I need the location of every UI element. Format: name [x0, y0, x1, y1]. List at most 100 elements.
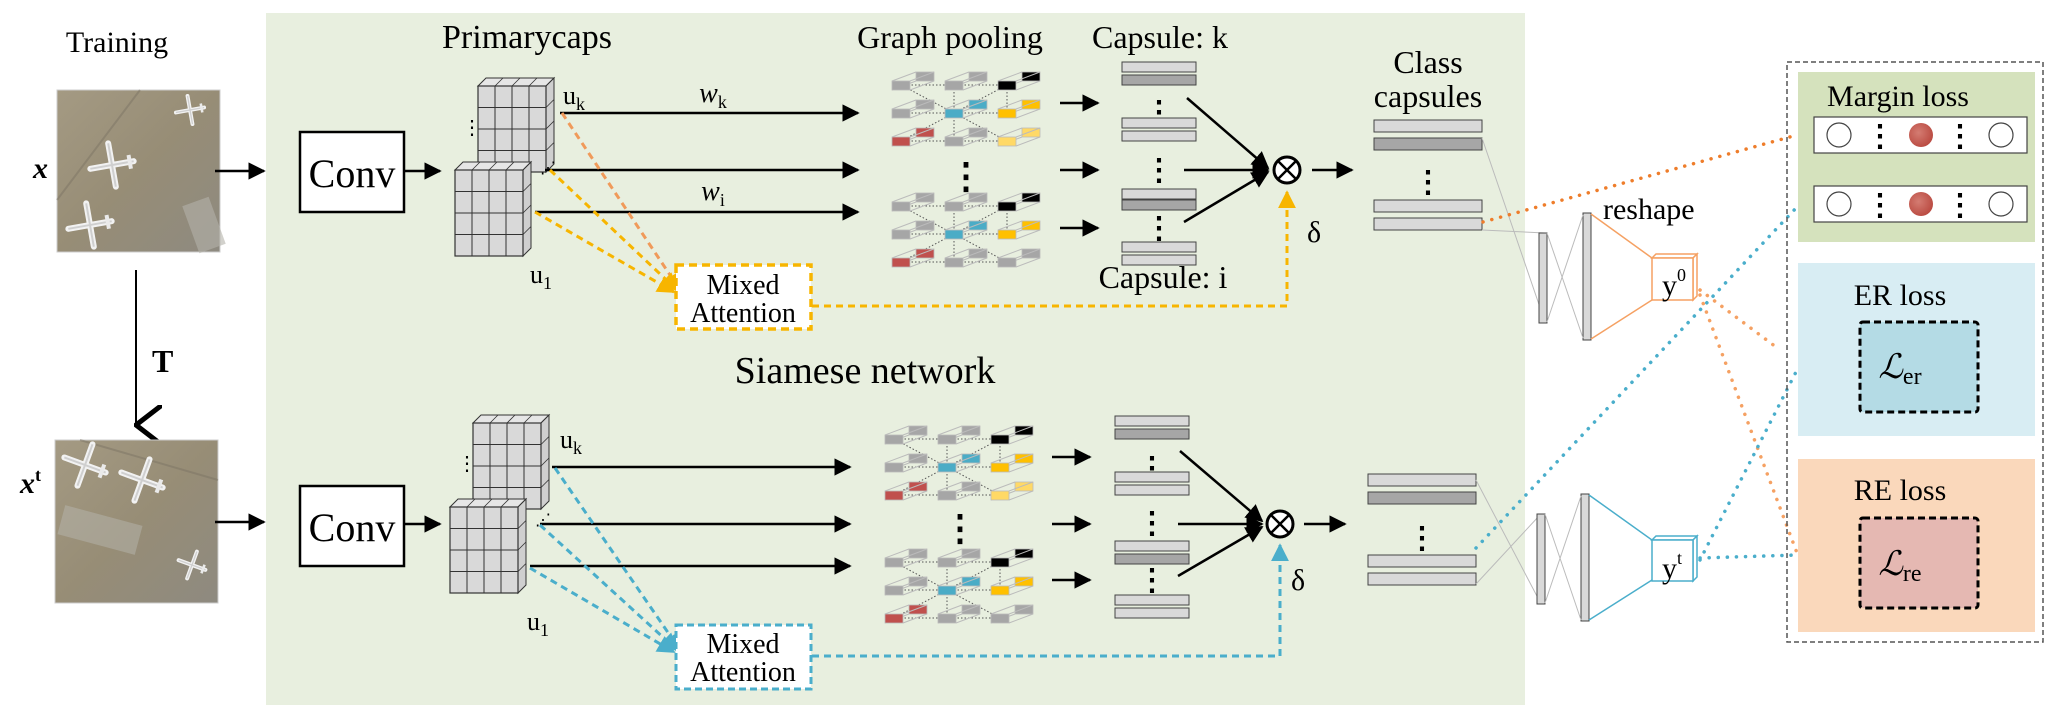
routing-lines-bottom [1177, 450, 1264, 578]
svg-text:Conv: Conv [309, 151, 396, 196]
capsule-k-label: Capsule: k [1092, 19, 1228, 55]
mixed-attention-top: Mixed Attention [674, 263, 813, 331]
svg-text:⋮: ⋮ [1407, 522, 1437, 555]
graph-dots-top: ⋮ [948, 156, 984, 196]
graph-pooling-bottom [884, 425, 1034, 624]
conv-block-bottom: Conv [298, 484, 406, 568]
svg-text:RE loss: RE loss [1854, 474, 1947, 507]
graph-node [944, 220, 988, 240]
graph-node [937, 576, 981, 596]
re-loss-panel: RE loss ℒre [1798, 459, 2035, 632]
graph-node [990, 481, 1034, 501]
uk-label-bottom: uk [560, 425, 582, 458]
graph-node [990, 604, 1034, 624]
loss-container [1786, 61, 2044, 643]
xt-label: xt [19, 465, 41, 500]
svg-text:Conv: Conv [309, 505, 396, 550]
reshape-label: reshape [1603, 193, 1695, 226]
svg-text:⋮: ⋮ [462, 117, 482, 139]
input-image-xt [55, 437, 219, 604]
attention-links-top [534, 112, 682, 294]
input-image-x [56, 89, 226, 253]
graph-node [997, 192, 1041, 212]
transform-label-t: T [152, 343, 173, 379]
graph-node [937, 604, 981, 624]
svg-text:⋮: ⋮ [1137, 507, 1167, 540]
graph-node [990, 453, 1034, 473]
product-operator-bottom [1265, 509, 1295, 539]
graph-dots-bottom: ⋮ [942, 508, 978, 548]
graph-node [944, 127, 988, 147]
wk-label: wk [699, 78, 727, 112]
graph-node [891, 127, 935, 147]
conv-block-top: Conv [298, 130, 406, 214]
svg-text:Attention: Attention [690, 298, 796, 329]
delta-label-bottom: δ [1291, 564, 1305, 597]
graph-node [997, 71, 1041, 91]
graph-node [944, 71, 988, 91]
graph-node [944, 192, 988, 212]
graph-node [891, 99, 935, 119]
graph-node [937, 453, 981, 473]
graph-node [884, 425, 928, 445]
class-capsules-bottom: ⋮ [1367, 473, 1477, 586]
training-label: Training [66, 26, 168, 59]
er-loss-panel: ER loss ℒer [1798, 263, 2035, 436]
svg-text:ER loss: ER loss [1854, 279, 1947, 312]
svg-text:⋮: ⋮ [1865, 189, 1895, 222]
svg-text:Mixed: Mixed [706, 629, 779, 660]
svg-text:⋮: ⋮ [1945, 120, 1975, 153]
product-operator-top [1272, 155, 1302, 185]
capsule-stack-top: ⋮ ⋮ ⋮ [1121, 61, 1197, 266]
attention-links-bottom [529, 467, 682, 654]
mixed-attention-bottom: Mixed Attention [674, 623, 813, 691]
svg-text:⋮: ⋮ [1144, 212, 1174, 245]
x-label: x [32, 152, 48, 185]
decoder-top [1481, 137, 1699, 341]
graph-node [891, 192, 935, 212]
graph-node [891, 248, 935, 268]
graph-node [997, 127, 1041, 147]
svg-text:⋮: ⋮ [1137, 564, 1167, 597]
attention-to-product-bottom [812, 543, 1289, 658]
capsule-stack-bottom: ⋮ ⋮ ⋮ [1114, 415, 1190, 619]
u1-label-bottom: u1 [527, 607, 549, 640]
u1-label-top: u1 [530, 260, 552, 293]
l-er-symbol: ℒer [1878, 349, 1921, 390]
delta-label-top: δ [1307, 216, 1321, 249]
class-capsules-top: ⋮ [1373, 119, 1483, 231]
decoder-bottom [1475, 479, 1699, 622]
graph-node [997, 220, 1041, 240]
svg-text:⋮: ⋮ [1144, 154, 1174, 187]
yt-label: yt [1662, 548, 1682, 585]
attention-to-product-top [812, 190, 1296, 308]
graph-node [997, 248, 1041, 268]
margin-loss-panel: Margin loss ⋮ ⋮ ⋮ ⋮ [1798, 72, 2035, 242]
graph-node [997, 99, 1041, 119]
graph-node [990, 576, 1034, 596]
graph-node [937, 548, 981, 568]
graph-node [990, 425, 1034, 445]
uk-label-top: uk [563, 81, 585, 114]
graph-node [884, 548, 928, 568]
svg-text:Margin loss: Margin loss [1827, 80, 1969, 113]
graph-node [990, 548, 1034, 568]
graph-node [891, 220, 935, 240]
y0-label: y0 [1662, 265, 1686, 302]
wi-label: wi [701, 176, 725, 210]
routing-lines-top [1183, 97, 1270, 224]
graph-node [884, 604, 928, 624]
loss-connectors [1474, 133, 1799, 562]
l-re-symbol: ℒre [1878, 546, 1921, 587]
svg-text:⋮: ⋮ [1865, 120, 1895, 153]
graph-node [884, 576, 928, 596]
graph-node [937, 425, 981, 445]
graph-node [944, 99, 988, 119]
svg-text:⋮: ⋮ [1413, 166, 1443, 199]
graph-pooling-top [891, 71, 1041, 268]
graph-node [937, 481, 981, 501]
graph-node [884, 453, 928, 473]
graph-node [891, 71, 935, 91]
